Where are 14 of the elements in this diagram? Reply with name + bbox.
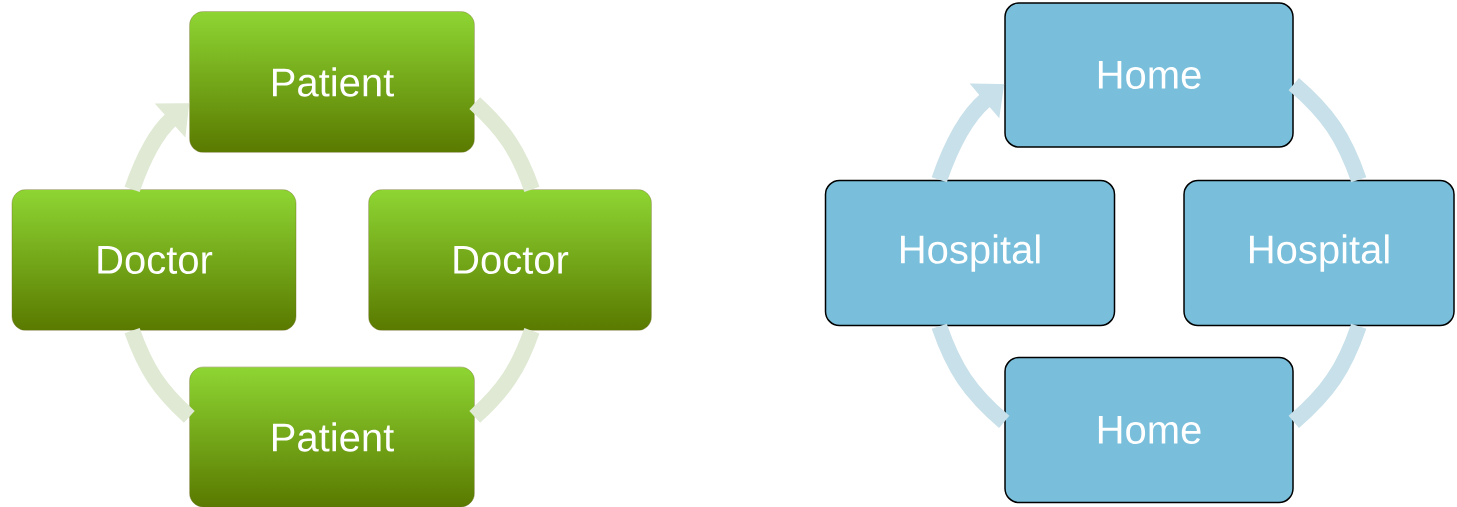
rounded-box: Patient bbox=[189, 11, 475, 153]
rounded-box: Home bbox=[1004, 2, 1294, 148]
curved-band bbox=[124, 327, 195, 423]
curved-band bbox=[1288, 323, 1367, 428]
curved-band bbox=[469, 97, 540, 193]
rounded-box: Home bbox=[1004, 356, 1294, 504]
curved-band bbox=[1288, 78, 1367, 183]
curved-band bbox=[469, 327, 540, 423]
rounded-box: Hospital bbox=[1183, 179, 1455, 327]
rounded-box: Doctor bbox=[368, 189, 652, 331]
rounded-box: Hospital bbox=[824, 179, 1116, 327]
curved-band bbox=[931, 323, 1010, 428]
rounded-box: Doctor bbox=[11, 189, 297, 331]
rounded-box: Patient bbox=[189, 366, 475, 507]
